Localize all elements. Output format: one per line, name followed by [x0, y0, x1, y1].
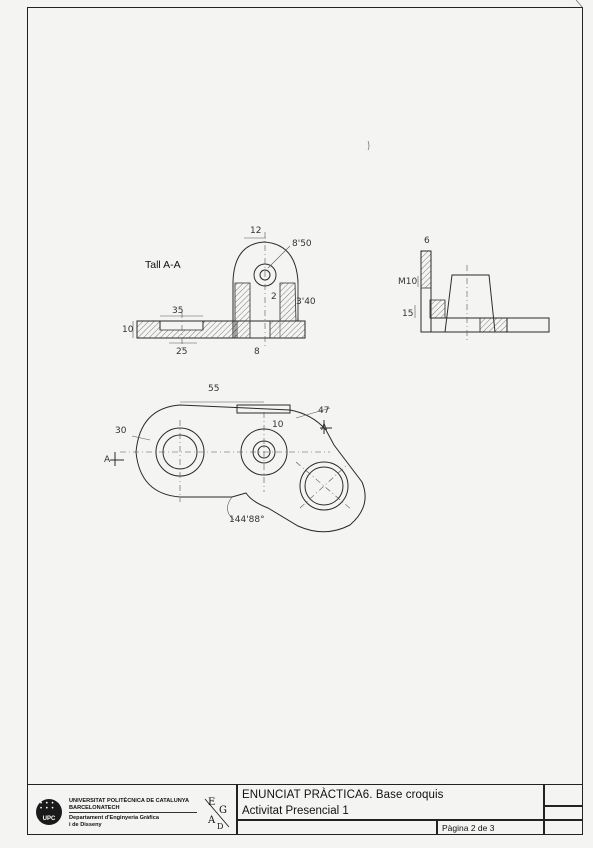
title-block-cell-a — [544, 784, 583, 806]
svg-text:A: A — [207, 815, 216, 826]
university-subtitle: BARCELONATECH — [69, 805, 120, 811]
dim-2: 2 — [271, 292, 277, 302]
title-block-cell-c — [544, 820, 583, 835]
dim-6: 6 — [424, 236, 430, 246]
dim-25: 25 — [176, 347, 187, 357]
title-block-empty-cell — [237, 820, 437, 835]
section-view: 12 8'50 2 3'40 35 10 25 8 — [122, 226, 316, 357]
upc-logo: UPC — [36, 799, 62, 825]
dim-angle: 144'88° — [229, 515, 265, 525]
dim-3-40: 3'40 — [296, 297, 316, 307]
upc-logo-text: UPC — [42, 816, 56, 822]
dim-8: 8 — [254, 347, 260, 357]
dim-15: 15 — [402, 309, 413, 319]
university-name: UNIVERSITAT POLITÈCNICA DE CATALUNYA — [69, 798, 190, 804]
stray-mark — [367, 140, 370, 151]
side-view: 6 M10 15 — [398, 236, 550, 340]
plan-view: 55 30 10 47 144'88° A A — [104, 384, 366, 533]
department-name: Departament d'Enginyeria Gràfica — [69, 815, 159, 821]
cut-marker-left: A — [104, 455, 111, 465]
dim-8-50: 8'50 — [292, 239, 312, 249]
dim-47: 47 — [318, 406, 329, 416]
drawing-subtitle: Activitat Presencial 1 — [242, 805, 349, 817]
cut-marker-right: A — [321, 423, 328, 433]
dim-10: 10 — [122, 325, 134, 335]
section-label: Tall A-A — [145, 259, 181, 271]
dim-10-plan: 10 — [272, 420, 284, 430]
corner-mark — [575, 0, 584, 9]
dim-30: 30 — [115, 426, 127, 436]
title-block-cell-b — [544, 806, 583, 820]
department-name-2: i de Disseny — [69, 822, 102, 828]
dim-35: 35 — [172, 306, 183, 316]
ega-logo: E G A D — [204, 797, 230, 831]
upc-logo-dots: • • •• • • — [40, 801, 55, 812]
dim-55: 55 — [208, 384, 219, 394]
svg-text:D: D — [217, 822, 223, 831]
drawing-title: ENUNCIAT PRÀCTICA6. Base croquis — [242, 789, 444, 801]
title-block-logo: UPC • • •• • • UNIVERSITAT POLITÈCNICA D… — [27, 784, 237, 835]
svg-text:G: G — [219, 805, 227, 816]
logo-divider — [69, 812, 197, 813]
dim-12: 12 — [250, 226, 261, 236]
title-block-page: Pàgina 2 de 3 — [437, 820, 544, 835]
svg-text:E: E — [208, 797, 215, 808]
title-block-title: ENUNCIAT PRÀCTICA6. Base croquis Activit… — [237, 784, 544, 820]
dim-m10: M10 — [398, 277, 417, 287]
page-number: Pàgina 2 de 3 — [442, 823, 495, 833]
